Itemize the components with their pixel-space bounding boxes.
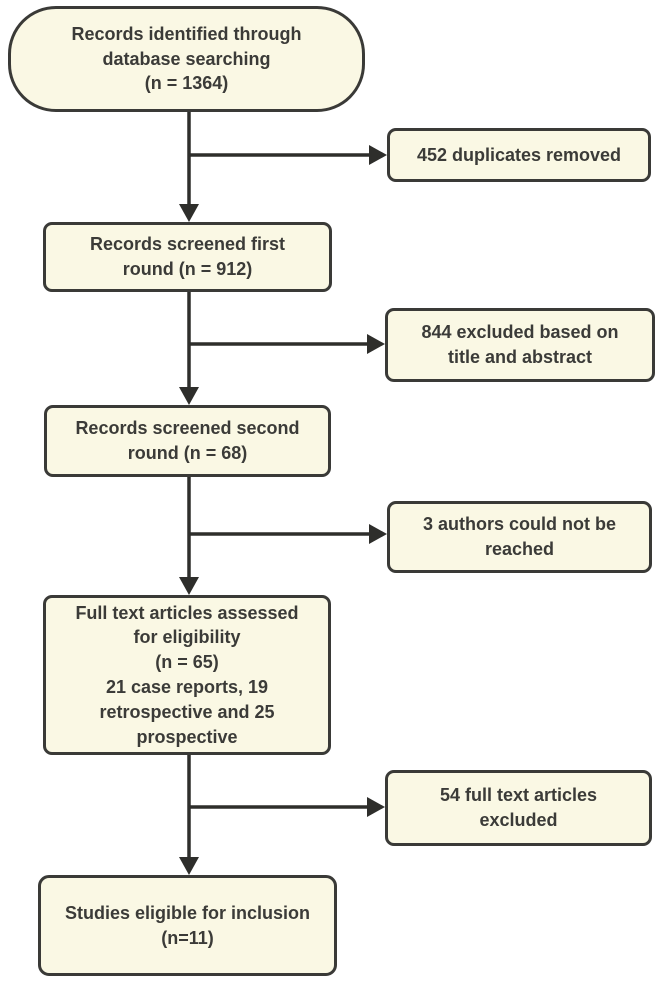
arrow-right-icon [367,797,385,817]
node-excluded-title-abstract: 844 excluded based on title and abstract [385,308,655,382]
arrow-down-icon [179,577,199,595]
node-fulltext-excluded: 54 full text articles excluded [385,770,652,846]
arrow-down-icon [179,204,199,222]
node-records-screened-second: Records screened second round (n = 68) [44,405,331,477]
arrow-right-icon [369,145,387,165]
node-fulltext-assessed: Full text articles assessed for eligibil… [43,595,331,755]
arrow-right-icon [369,524,387,544]
node-authors-not-reached: 3 authors could not be reached [387,501,652,573]
node-records-screened-first: Records screened first round (n = 912) [43,222,332,292]
arrow-down-icon [179,857,199,875]
arrow-right-icon [367,334,385,354]
node-records-identified: Records identified through database sear… [8,6,365,112]
node-duplicates-removed: 452 duplicates removed [387,128,651,182]
arrow-down-icon [179,387,199,405]
node-studies-eligible: Studies eligible for inclusion (n=11) [38,875,337,976]
